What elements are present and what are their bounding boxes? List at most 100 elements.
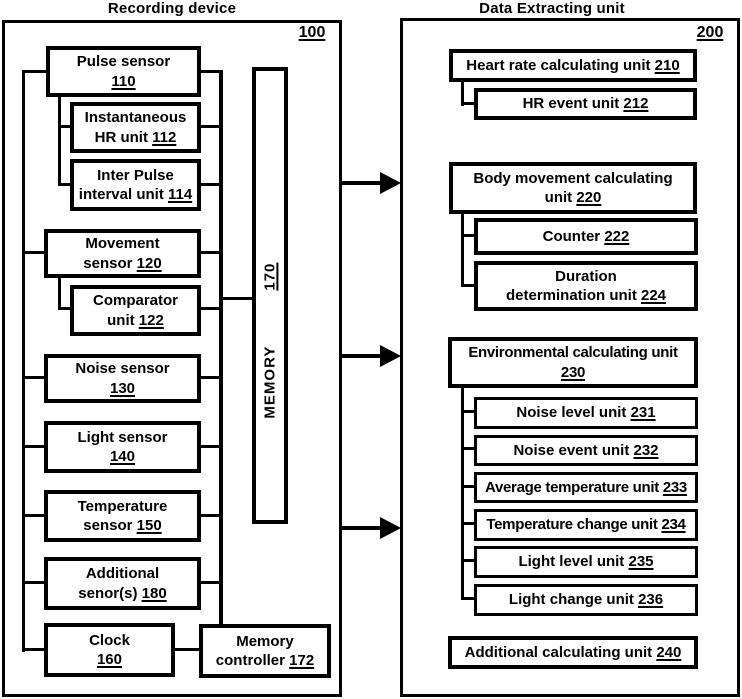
box-label: Additional calculating unit (464, 643, 657, 661)
connector-line (58, 183, 70, 186)
ref-number: 170 (261, 262, 279, 291)
connector-line (199, 376, 219, 379)
body-movement-children-bracket (461, 212, 464, 287)
ref-number: 234 (661, 516, 686, 534)
ref-number: 220 (576, 189, 602, 206)
box-noise-event-unit-232: Noise event unit 232 (474, 435, 698, 466)
connector-line (199, 514, 219, 517)
connector-line (22, 581, 44, 584)
ref-number: 210 (654, 56, 680, 74)
box-label: MEMORY (261, 345, 279, 419)
box-text: Average temperature unit 233 (483, 478, 689, 497)
box-text: Noise event unit 232 (511, 441, 660, 460)
box-text: Light level unit 235 (516, 552, 655, 571)
box-text: Additional calculating unit 240 (463, 643, 684, 662)
box-label: Light sensor (77, 428, 168, 446)
ref-number: 231 (630, 404, 656, 422)
box-counter-222: Counter 222 (474, 218, 698, 255)
connector-line (199, 251, 219, 254)
box-memory-170: MEMORY 170 (252, 67, 288, 524)
box-text: Counter 222 (541, 227, 632, 246)
box-text: Noise sensor 130 (73, 359, 171, 397)
box-light-level-unit-235: Light level unit 235 (474, 546, 698, 578)
box-label: Duration determination unit (505, 267, 637, 304)
data-flow-arrow-2 (340, 354, 382, 358)
connector-line (22, 514, 44, 517)
box-label: Memory controller (215, 632, 294, 669)
ref-number: 120 (136, 254, 162, 272)
box-hr-event-unit-212: HR event unit 212 (474, 88, 697, 120)
ref-number: 230 (560, 363, 586, 381)
box-label: Noise sensor (75, 360, 170, 378)
ref-number: 130 (109, 379, 136, 397)
connector-line (461, 410, 474, 413)
box-text: Additional senor(s) 180 (76, 564, 168, 602)
ref-number: 180 (141, 584, 167, 602)
memory-connector-line (221, 297, 252, 300)
box-noise-sensor-130: Noise sensor 130 (44, 354, 201, 403)
left-bus-line (22, 70, 25, 652)
ref-number: 122 (138, 311, 164, 329)
ref-number: 240 (656, 643, 682, 661)
arrowhead-icon (380, 345, 401, 367)
ref-number: 112 (152, 128, 177, 146)
ref-number: 160 (96, 651, 122, 668)
box-noise-level-unit-231: Noise level unit 231 (474, 397, 698, 429)
box-label: Environmental calculating unit (468, 344, 678, 362)
ref-number: 222 (604, 227, 630, 245)
box-label: Additional senor(s) (78, 565, 160, 602)
connector-line (22, 70, 46, 73)
box-text: MEMORY 170 (260, 263, 279, 419)
hr-children-bracket (461, 80, 464, 106)
box-light-sensor-140: Light sensor 140 (44, 421, 201, 473)
ref-number: 235 (628, 553, 654, 571)
ref-number: 110 (111, 72, 136, 90)
box-text: Memory controller 172 (214, 632, 316, 670)
box-text: Duration determination unit 224 (504, 267, 668, 305)
box-additional-sensors-180: Additional senor(s) 180 (44, 557, 201, 610)
ref-number: 233 (662, 478, 687, 496)
connector-line (199, 445, 219, 448)
data-flow-arrow-3 (340, 526, 382, 530)
ref-number: 232 (633, 441, 659, 459)
box-additional-calculating-unit-240: Additional calculating unit 240 (448, 636, 698, 669)
ref-number: 150 (136, 517, 162, 534)
right-bus-line (219, 70, 223, 626)
box-label: Inter Pulse interval unit (78, 166, 174, 203)
box-label: Light level unit (518, 553, 629, 571)
box-text: Environmental calculating unit 230 (466, 343, 679, 381)
movement-children-bracket (58, 276, 61, 310)
box-label: Pulse sensor (76, 53, 171, 71)
connector-line (22, 251, 44, 254)
connector-line (58, 125, 70, 128)
connector-line (461, 597, 474, 600)
box-temperature-sensor-150: Temperature sensor 150 (44, 490, 201, 542)
box-text: Heart rate calculating unit 210 (464, 56, 681, 75)
box-average-temperature-unit-233: Average temperature unit 233 (474, 472, 698, 503)
box-label: Clock (89, 631, 130, 649)
pulse-children-bracket (58, 94, 61, 186)
box-text: HR event unit 212 (521, 94, 651, 113)
box-text: Light sensor 140 (75, 428, 169, 466)
connector-line (461, 284, 474, 287)
data-flow-arrow-1 (340, 181, 382, 185)
connector-line (461, 102, 474, 105)
recording-device-ref: 100 (290, 24, 334, 42)
ref-number: 200 (696, 24, 724, 41)
connector-line (199, 125, 219, 128)
box-label: Average temperature unit (485, 478, 663, 496)
box-text: Clock 160 (87, 631, 132, 669)
box-body-movement-calculating-unit-220: Body movement calculating unit 220 (449, 162, 697, 214)
box-memory-controller-172: Memory controller 172 (199, 624, 331, 678)
connector-line (22, 376, 44, 379)
box-light-change-unit-236: Light change unit 236 (474, 584, 698, 616)
connector-line (199, 183, 219, 186)
connector-line (22, 648, 44, 651)
box-movement-sensor-120: Movement sensor 120 (44, 229, 201, 278)
box-comparator-unit-122: Comparator unit 122 (70, 285, 201, 336)
box-instantaneous-hr-unit-112: Instantaneous HR unit 112 (70, 102, 201, 153)
box-text: Pulse sensor 110 (75, 52, 172, 90)
box-label: Light change unit (508, 591, 639, 609)
environmental-children-bracket (461, 386, 464, 600)
